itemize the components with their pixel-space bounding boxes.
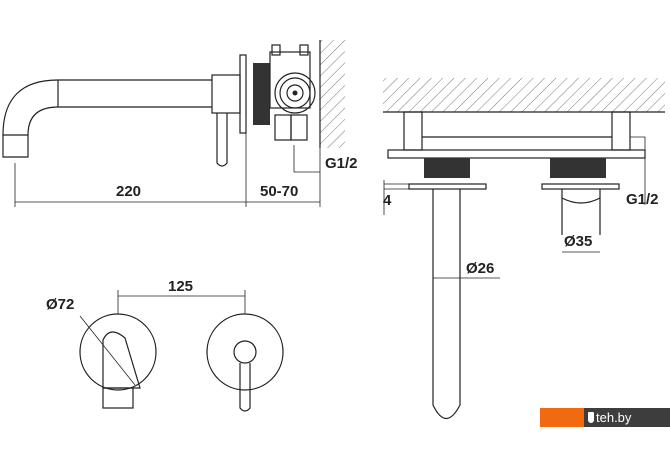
wall-depth-dim: 50-70: [260, 183, 298, 200]
thread-label-left: G1/2: [325, 155, 358, 172]
handle-lever: [216, 113, 228, 167]
spout-length-dim: 220: [116, 183, 141, 200]
center-distance-dim: 125: [168, 278, 193, 295]
valve-body: [211, 74, 241, 114]
handle-front: [239, 363, 251, 412]
spout: [2, 79, 212, 158]
spout-plate: [79, 313, 157, 391]
spout-pipe: [432, 189, 461, 420]
handle-diameter-dim: Ø35: [564, 233, 592, 250]
plate-thickness-dim: 4: [383, 192, 392, 209]
wall-hatch: [320, 40, 345, 148]
side-view: G1/2 220 50-70: [2, 40, 358, 207]
cover-plate: [239, 54, 247, 134]
mounting-plate: [387, 149, 646, 159]
watermark: teh.by: [540, 408, 670, 427]
spout-front: [102, 331, 141, 389]
shield-icon: [588, 412, 594, 423]
wall-hatch-top: [383, 78, 665, 112]
threaded-block: [253, 63, 270, 125]
front-view: 125 Ø72: [46, 278, 284, 412]
top-view: 4 G1/2 Ø35 Ø26: [383, 78, 665, 420]
spout-diameter-dim: Ø26: [466, 260, 494, 277]
plate-diameter-dim: Ø72: [46, 296, 74, 313]
watermark-text: teh.by: [596, 410, 632, 425]
thread-label-right: G1/2: [626, 191, 659, 208]
handle-plate: [206, 313, 284, 391]
